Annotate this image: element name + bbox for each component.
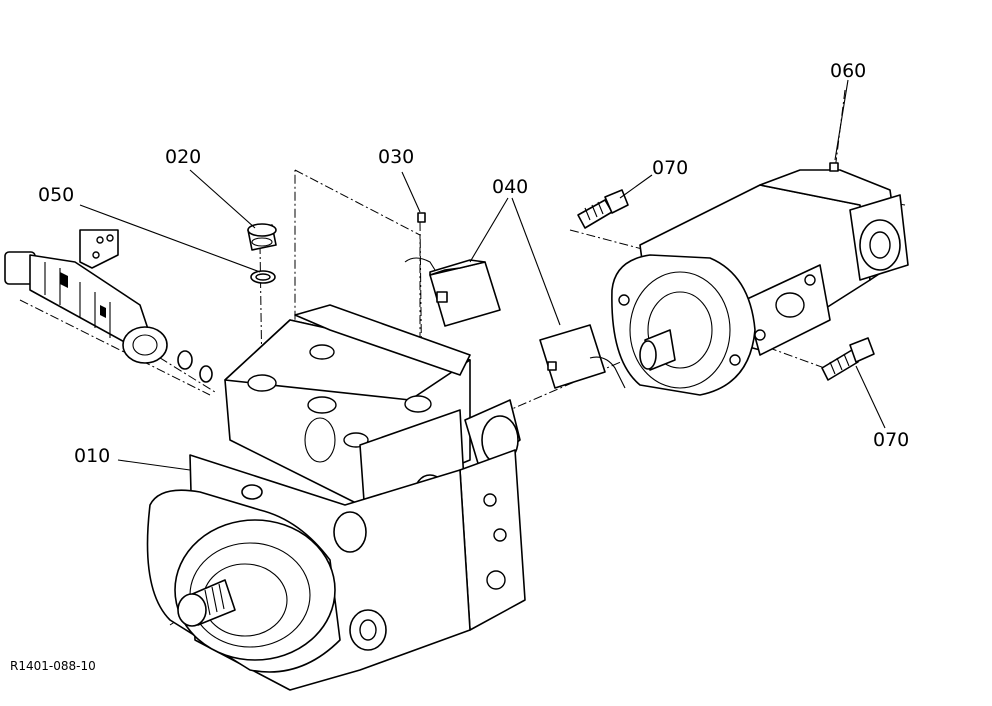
bolt-070-bottom [821,337,875,381]
part-label-040: 040 [492,176,528,198]
gear-pump-060 [611,162,909,396]
part-label-070-top: 070 [652,157,688,179]
part-label-070-bottom: 070 [873,429,909,451]
solenoid-040-upper [404,212,501,327]
part-label-030: 030 [378,146,414,168]
valve-cartridge-050 [4,229,213,383]
part-label-020: 020 [165,146,201,168]
part-label-060: 060 [830,60,866,82]
solenoid-040-lower [539,324,626,389]
main-pump-body-010 [146,304,526,691]
part-label-050: 050 [38,184,74,206]
leader-lines [79,79,886,471]
plug-020 [247,223,277,284]
drawing-code: R1401-088-10 [10,659,96,673]
bolt-070-top [577,189,629,229]
part-label-010: 010 [74,445,110,467]
